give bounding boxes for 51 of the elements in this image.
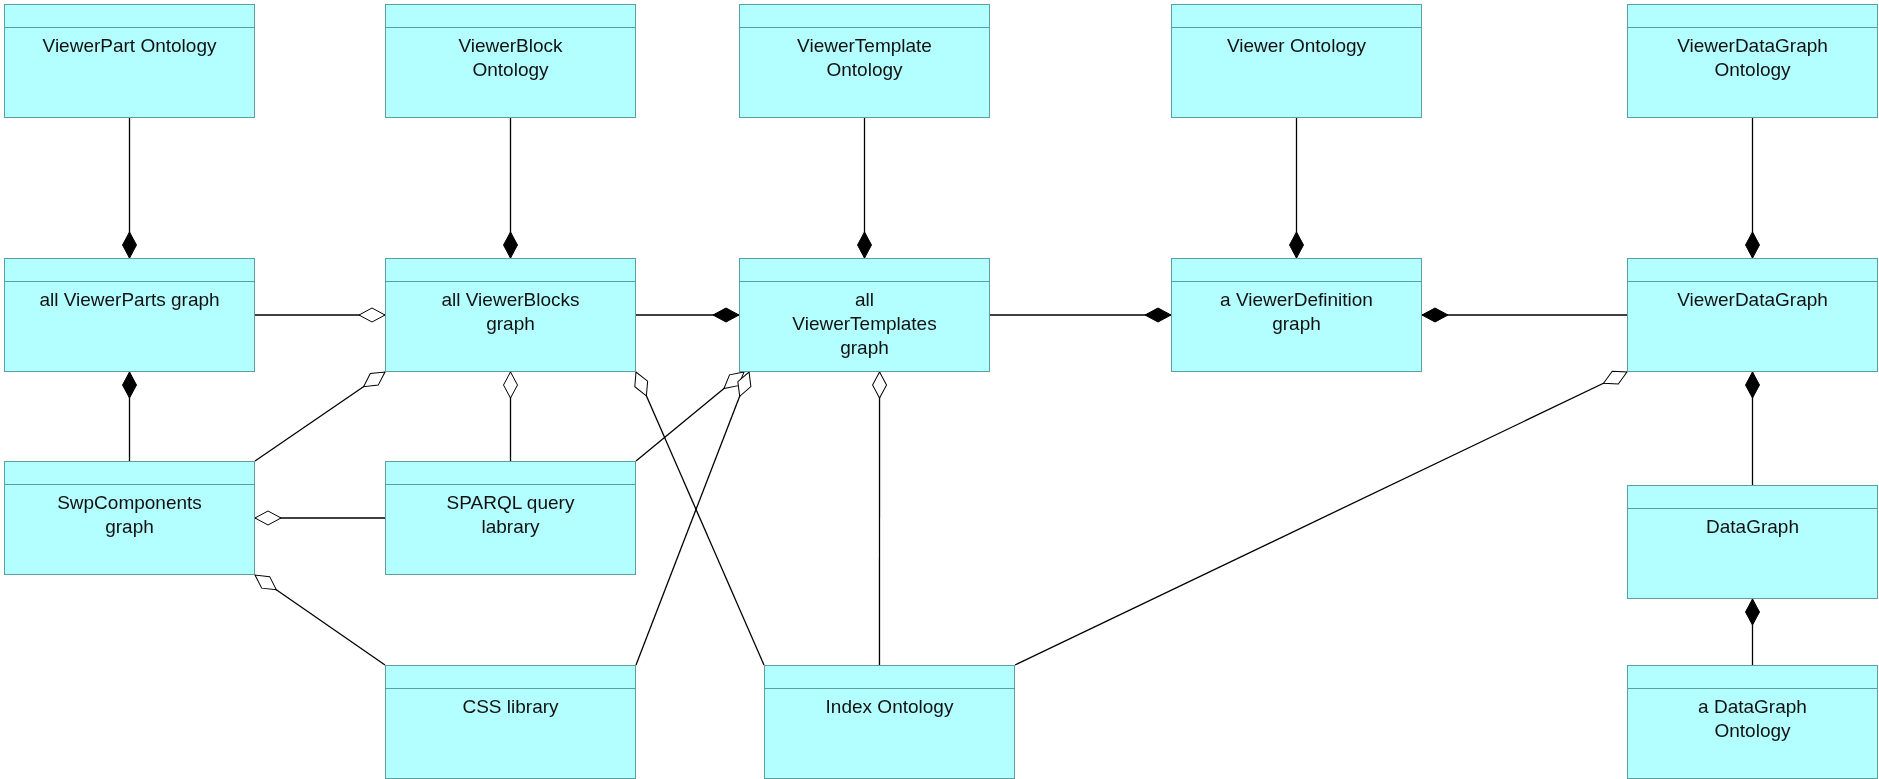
class-name: all ViewerBlocks graph — [440, 288, 581, 336]
class-box — [1171, 258, 1422, 372]
class-box — [4, 258, 255, 372]
class-box — [4, 4, 255, 118]
class-box — [385, 461, 636, 575]
aggregation-connector — [635, 371, 745, 462]
class-name: ViewerDataGraph Ontology — [1676, 34, 1829, 82]
composition-connector — [122, 371, 137, 462]
class-box — [764, 665, 1015, 779]
aggregation-connector — [254, 307, 386, 323]
class-box — [385, 665, 636, 779]
aggregation-connector — [503, 371, 518, 462]
class-box — [385, 258, 636, 372]
class-name: ViewerBlock Ontology — [457, 34, 564, 82]
composition-connector — [1745, 371, 1760, 486]
class-name: Index Ontology — [824, 695, 955, 719]
class-box — [1627, 665, 1878, 779]
composition-connector — [1421, 307, 1628, 323]
class-name: SwpComponents graph — [56, 491, 203, 539]
composition-connector — [1289, 117, 1304, 259]
composition-connector — [122, 117, 137, 259]
aggregation-connector — [254, 574, 386, 666]
class-box — [739, 258, 990, 372]
composition-connector — [1745, 117, 1760, 259]
class-box — [4, 461, 255, 575]
class-name: a ViewerDefinition graph — [1219, 288, 1374, 336]
class-box — [1627, 4, 1878, 118]
class-box — [1627, 485, 1878, 599]
class-name: all ViewerParts graph — [38, 288, 221, 312]
aggregation-connector — [254, 371, 386, 462]
class-name: ViewerTemplate Ontology — [796, 34, 933, 82]
class-name: a DataGraph Ontology — [1697, 695, 1808, 743]
class-name: ViewerDataGraph — [1676, 288, 1829, 312]
class-name: all ViewerTemplates graph — [791, 288, 938, 360]
aggregation-connector — [872, 371, 888, 666]
class-box — [739, 4, 990, 118]
composition-connector — [503, 117, 518, 259]
composition-connector — [1745, 598, 1760, 666]
class-box — [1171, 4, 1422, 118]
class-name: ViewerPart Ontology — [41, 34, 218, 58]
class-box — [1627, 258, 1878, 372]
aggregation-connector — [254, 510, 386, 526]
aggregation-connector — [1014, 370, 1628, 666]
class-box — [385, 4, 636, 118]
composition-connector — [857, 117, 872, 259]
composition-connector — [635, 307, 740, 323]
class-name: DataGraph — [1705, 515, 1800, 539]
composition-connector — [989, 307, 1172, 323]
class-name: SPARQL query labrary — [445, 491, 576, 539]
class-name: Viewer Ontology — [1225, 34, 1368, 58]
class-name: CSS library — [461, 695, 560, 719]
